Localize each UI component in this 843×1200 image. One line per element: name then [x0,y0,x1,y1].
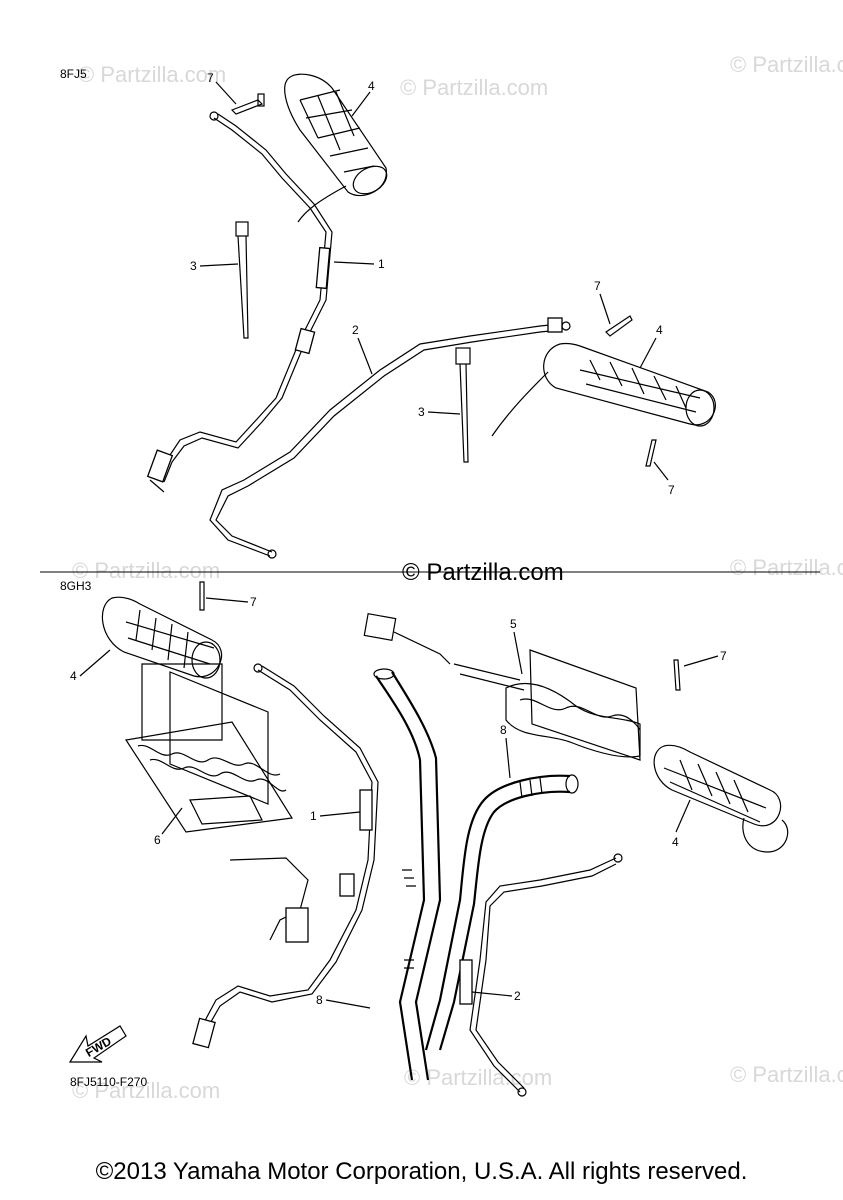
svg-text:7: 7 [594,279,601,293]
svg-text:3: 3 [418,405,425,419]
cable-icon [192,663,379,1049]
watermark: © Partzilla.com [730,52,843,77]
svg-text:4: 4 [368,79,375,93]
svg-text:7: 7 [250,595,257,609]
cable-icon [146,111,333,493]
watermarks: © Partzilla.com © Partzilla.com © Partzi… [72,52,843,1103]
handlebar-tube-icon [424,774,579,1051]
watermark: © Partzilla.com [400,75,548,100]
connector-icon [363,613,451,665]
fwd-label: FWD [83,1034,114,1060]
watermark: © Partzilla.com [78,62,226,87]
svg-text:4: 4 [656,323,663,337]
callouts-top: 7 4 3 1 2 7 4 3 7 [190,71,675,497]
grip-icon [491,343,716,437]
cable-icon [209,317,571,559]
rivet-icon [199,581,205,611]
cable-icon [459,853,623,1097]
svg-text:2: 2 [514,989,521,1003]
rivet-icon [230,93,265,115]
svg-text:7: 7 [668,483,675,497]
diagram-code: 8FJ5110-F270 [70,1075,147,1089]
svg-text:6: 6 [154,833,161,847]
cable-tie-icon [455,347,471,463]
watermark: © Partzilla.com [72,558,220,583]
watermark: © Partzilla.com [730,1062,843,1087]
svg-text:2: 2 [352,323,359,337]
grip-icon [653,744,789,853]
callouts-bottom: 7 4 5 7 8 6 1 4 8 2 [70,595,727,1009]
center-watermark: © Partzilla.com [402,559,564,586]
grip-icon [101,596,223,679]
svg-text:7: 7 [720,649,727,663]
svg-text:3: 3 [190,259,197,273]
watermark: © Partzilla.com [730,555,843,580]
handlebar-tube-icon [373,668,442,1081]
rivet-icon [673,659,681,691]
svg-text:4: 4 [70,669,77,683]
svg-text:5: 5 [510,617,517,631]
section-code-bottom: 8GH3 [60,579,92,593]
fwd-arrow-icon: FWD [68,1025,127,1063]
svg-text:7: 7 [207,71,214,85]
grip-icon [284,73,388,223]
copyright-notice: ©2013 Yamaha Motor Corporation, U.S.A. A… [95,1158,748,1185]
watermark: © Partzilla.com [72,1078,220,1103]
rivet-icon [645,439,657,467]
svg-text:1: 1 [310,809,317,823]
rivet-icon [605,315,633,337]
svg-text:8: 8 [500,723,507,737]
heater-element-icon [124,663,294,833]
svg-text:1: 1 [378,257,385,271]
section-code-top: 8FJ5 [60,67,87,81]
cable-tie-icon [235,221,249,339]
svg-text:4: 4 [672,835,679,849]
heater-element-icon [453,649,641,761]
svg-text:8: 8 [316,993,323,1007]
